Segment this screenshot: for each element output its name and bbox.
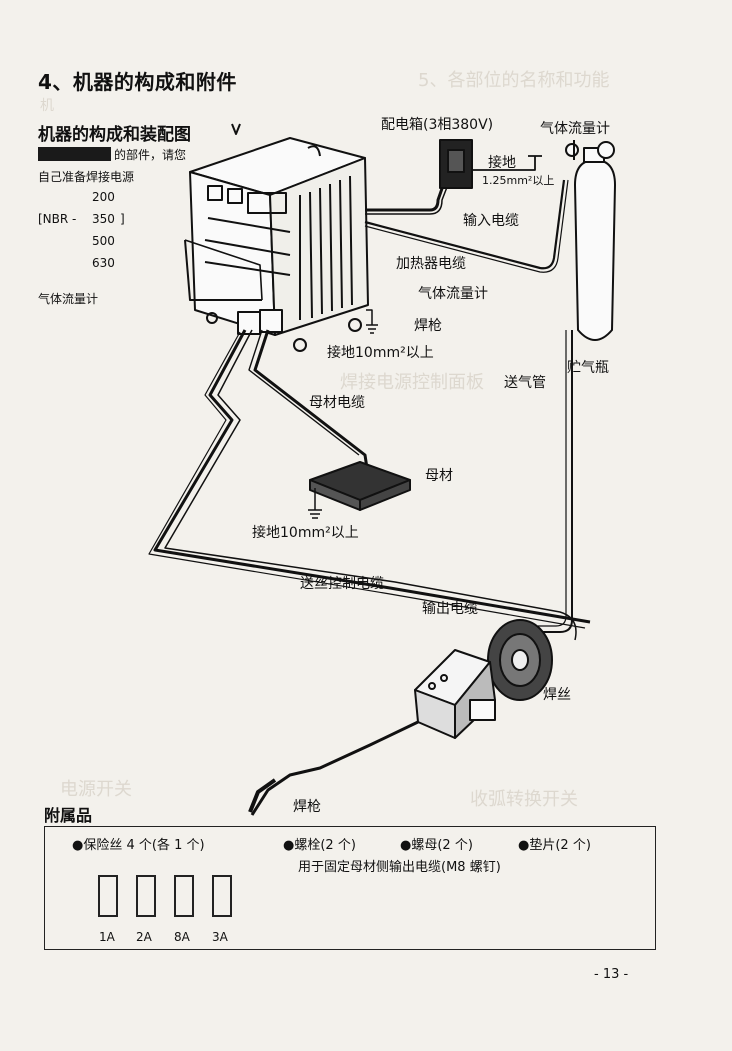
gas-cylinder-label: 贮气瓶	[567, 360, 609, 376]
accessory-bolt: ●螺栓(2 个)	[283, 838, 356, 853]
model-350: 350	[92, 212, 115, 226]
distribution-box	[439, 139, 473, 189]
heater-cable-label: 加热器电缆	[396, 256, 466, 272]
fuse-2a	[136, 875, 156, 917]
ground-machine-label: 接地10mm²以上	[327, 345, 434, 361]
torch-bottom-label: 焊枪	[293, 799, 321, 815]
fuse-8a	[174, 875, 194, 917]
wire-feed-control-cable-label: 送丝控制电缆	[300, 576, 384, 592]
output-cable-label: 输出电缆	[422, 601, 478, 617]
left-gas-flowmeter-label: 气体流量计	[38, 292, 99, 306]
distribution-box-label: 配电箱(3相380V)	[381, 117, 494, 133]
accessory-fuse: ●保险丝 4 个(各 1 个)	[72, 838, 205, 853]
gas-flowmeter-mid-label: 气体流量计	[418, 286, 488, 302]
gas-hose-label: 送气管	[504, 375, 546, 391]
page-number: - 13 -	[594, 967, 629, 982]
fuse-1a	[98, 875, 118, 917]
bleed-through-text: 机	[40, 98, 54, 114]
accessory-purpose: 用于固定母材侧输出电缆(M8 螺钉)	[298, 860, 501, 875]
model-suffix: ]	[120, 212, 125, 226]
welding-wire-label: 焊丝	[543, 687, 571, 703]
diagram-title: 机器的构成和装配图	[38, 125, 191, 145]
ground-base-label: 接地10mm²以上	[252, 525, 359, 541]
note-line-1: 的部件，请您	[114, 148, 187, 162]
torch-top-label: 焊枪	[414, 318, 442, 334]
bleed-through-text: 电源开关	[60, 779, 132, 800]
base-metal-plate	[308, 461, 411, 519]
accessories-title: 附属品	[44, 806, 93, 825]
ground-box-size-label: 1.25mm²以上	[482, 174, 555, 187]
model-500: 500	[92, 234, 115, 248]
gas-cylinder	[565, 140, 616, 341]
fuse-label-8a: 8A	[174, 930, 190, 944]
model-630: 630	[92, 256, 115, 270]
accessories-box	[44, 826, 656, 950]
fuse-label-3a: 3A	[212, 930, 228, 944]
redacted-block	[38, 147, 111, 161]
wire-spool	[487, 619, 553, 701]
fuse-label-1a: 1A	[99, 930, 115, 944]
fuse-3a	[212, 875, 232, 917]
input-cable-label: 输入电缆	[463, 213, 519, 229]
note-line-2: 自己准备焊接电源	[38, 170, 135, 184]
model-prefix: [NBR -	[38, 212, 77, 226]
welding-power-source	[184, 123, 369, 352]
bleed-through-text: 收弧转换开关	[470, 789, 578, 810]
base-cable-label: 母材电缆	[309, 395, 365, 411]
gas-flowmeter-top-label: 气体流量计	[540, 121, 610, 137]
section-title: 4、机器的构成和附件	[38, 70, 237, 94]
ground-box-label: 接地	[488, 155, 516, 171]
accessory-washer: ●垫片(2 个)	[518, 838, 591, 853]
bleed-through-text: 5、各部位的名称和功能	[418, 70, 610, 91]
accessory-nut: ●螺母(2 个)	[400, 838, 473, 853]
model-200: 200	[92, 190, 115, 204]
bleed-through-text: 焊接电源控制面板	[340, 372, 484, 393]
wire-feeder	[414, 649, 496, 739]
fuse-label-2a: 2A	[136, 930, 152, 944]
base-metal-label: 母材	[425, 468, 453, 484]
